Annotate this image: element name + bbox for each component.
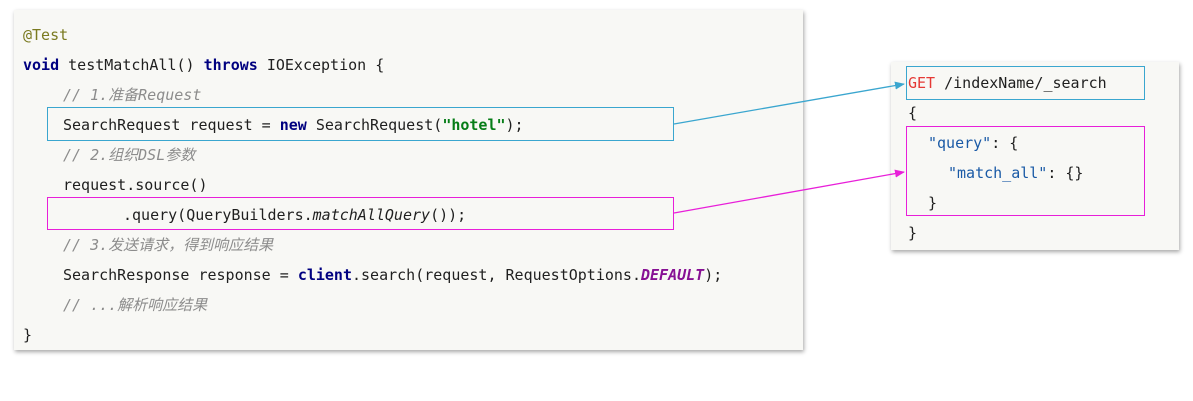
- comment-build-dsl: // 2.组织DSL参数: [63, 146, 196, 164]
- request-declaration: SearchRequest request =: [63, 116, 280, 134]
- json-open-brace: {: [908, 104, 918, 122]
- endpoint-path: /indexName/_search: [935, 74, 1107, 92]
- request-highlight-box: [47, 107, 674, 141]
- search-line-end: );: [704, 266, 723, 284]
- dsl-request-panel: GET /indexName/_search { "query": { "mat…: [891, 62, 1179, 250]
- query-close-brace: }: [928, 194, 938, 212]
- query-open: : {: [991, 134, 1019, 152]
- java-code-panel: @Test void testMatchAll() throws IOExcep…: [14, 10, 803, 350]
- request-constructor: SearchRequest(: [306, 116, 443, 134]
- query-key: "query": [928, 134, 992, 152]
- query-builders-call: .query(QueryBuilders.: [123, 206, 313, 224]
- http-line-highlight-box: [906, 66, 1145, 100]
- test-annotation: @Test: [23, 26, 69, 44]
- search-call: .search(request, RequestOptions.: [352, 266, 641, 284]
- client-field: client: [297, 266, 352, 284]
- index-name-string: "hotel": [442, 116, 506, 134]
- query-line: .query(QueryBuilders.matchAllQuery());: [123, 205, 466, 225]
- query-highlight-box: [47, 197, 674, 230]
- method-signature: void testMatchAll() throws IOException {: [23, 55, 384, 75]
- response-declaration: SearchResponse response =: [63, 266, 298, 284]
- default-constant: DEFAULT: [640, 266, 705, 284]
- exception-type: IOException {: [257, 56, 385, 74]
- search-request-line: SearchRequest request = new SearchReques…: [63, 115, 524, 135]
- void-keyword: void: [23, 56, 60, 74]
- request-line-end: );: [505, 116, 524, 134]
- http-request-line: GET /indexName/_search: [908, 73, 1107, 93]
- match-all-query-method: matchAllQuery: [312, 206, 431, 224]
- match-all-line: "match_all": {}: [948, 163, 1083, 183]
- match-all-key: "match_all": [948, 164, 1048, 182]
- request-to-get-arrow: [673, 81, 905, 125]
- query-to-json-arrow: [673, 169, 905, 214]
- comment-send-request: // 3.发送请求，得到响应结果: [63, 236, 274, 254]
- closing-brace: }: [23, 326, 33, 344]
- method-name: testMatchAll(): [59, 56, 204, 74]
- throws-keyword: throws: [203, 56, 258, 74]
- new-keyword: new: [279, 116, 307, 134]
- comment-parse-response: // ...解析响应结果: [63, 296, 208, 314]
- search-response-line: SearchResponse response = client.search(…: [63, 265, 722, 285]
- query-key-line: "query": {: [928, 133, 1018, 153]
- comment-prepare-request: // 1.准备Request: [63, 86, 202, 104]
- request-source-line: request.source(): [63, 176, 208, 194]
- json-close-brace: }: [908, 224, 918, 242]
- query-json-highlight-box: [906, 126, 1145, 216]
- match-all-value: : {}: [1047, 164, 1084, 182]
- http-method: GET: [908, 74, 936, 92]
- query-line-end: ());: [430, 206, 467, 224]
